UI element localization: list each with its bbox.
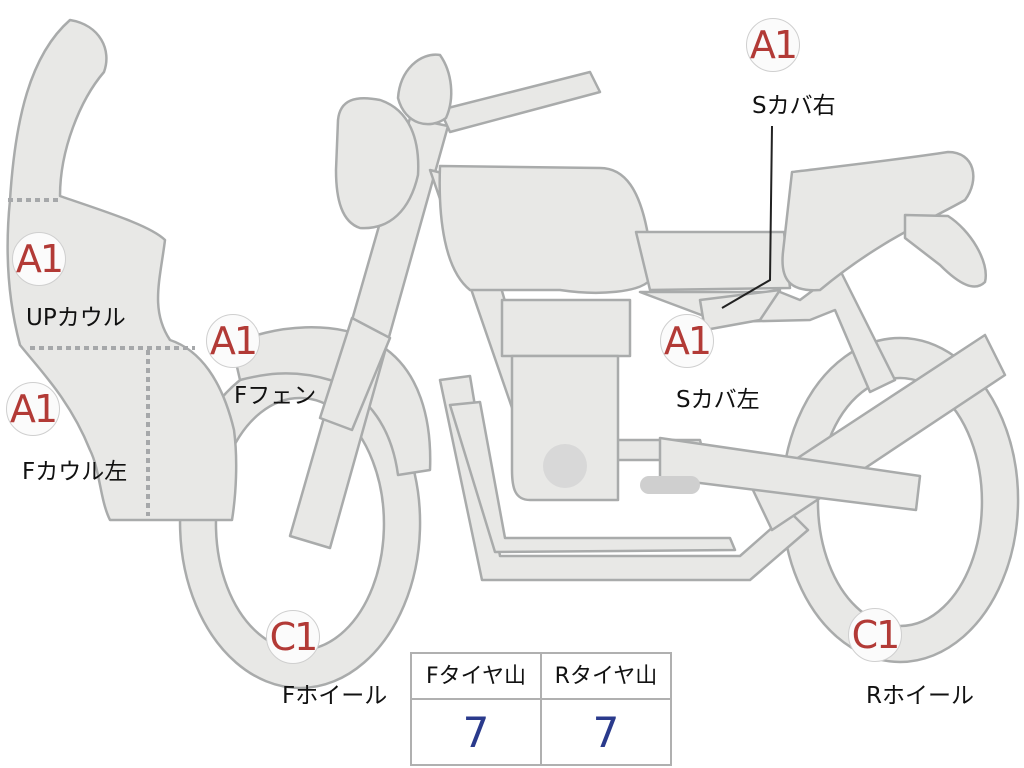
part-label-f-fender: Fフェン xyxy=(234,383,317,409)
side-cover-left-shape xyxy=(634,230,792,292)
mirror xyxy=(396,53,453,126)
front-tread-value: 7 xyxy=(412,700,542,766)
part-label-up-cowl: UPカウル xyxy=(26,305,126,331)
part-label-side-cover-left: Sカバ左 xyxy=(676,387,760,413)
front-tread-header: Fタイヤ山 xyxy=(412,654,542,700)
handlebar xyxy=(438,70,602,134)
tire-tread-table: Fタイヤ山 Rタイヤ山 7 7 xyxy=(410,652,672,766)
rear-tread-header: Rタイヤ山 xyxy=(542,654,670,700)
fuel-tank xyxy=(438,164,652,295)
grade-badge-f-fender: A1 xyxy=(206,314,260,368)
grade-badge-side-cover-right: A1 xyxy=(746,18,800,72)
grade-badge-f-wheel: C1 xyxy=(266,610,320,664)
exhaust-pipe-inner xyxy=(448,400,737,554)
part-label-r-wheel: Rホイール xyxy=(866,683,974,709)
fairing xyxy=(6,18,238,522)
grade-badge-r-wheel: C1 xyxy=(848,608,902,662)
grade-badge-f-cowl-left: A1 xyxy=(6,382,60,436)
headlight xyxy=(334,96,420,230)
swing-arm xyxy=(658,436,922,512)
part-label-side-cover-right: Sカバ右 xyxy=(752,93,836,119)
engine-cover xyxy=(543,444,587,488)
engine-top xyxy=(500,298,632,358)
fork-guard xyxy=(318,316,392,432)
seat xyxy=(781,150,975,292)
part-label-f-wheel: Fホイール xyxy=(282,683,388,709)
footpeg xyxy=(640,476,700,494)
grade-badge-side-cover-left: A1 xyxy=(660,314,714,368)
engine-block xyxy=(510,354,620,502)
grade-badge-up-cowl: A1 xyxy=(12,232,66,286)
part-label-f-cowl-left: Fカウル左 xyxy=(22,459,128,485)
tail-cowl xyxy=(903,213,988,288)
rear-tread-value: 7 xyxy=(592,708,620,757)
leader-line xyxy=(721,125,773,309)
